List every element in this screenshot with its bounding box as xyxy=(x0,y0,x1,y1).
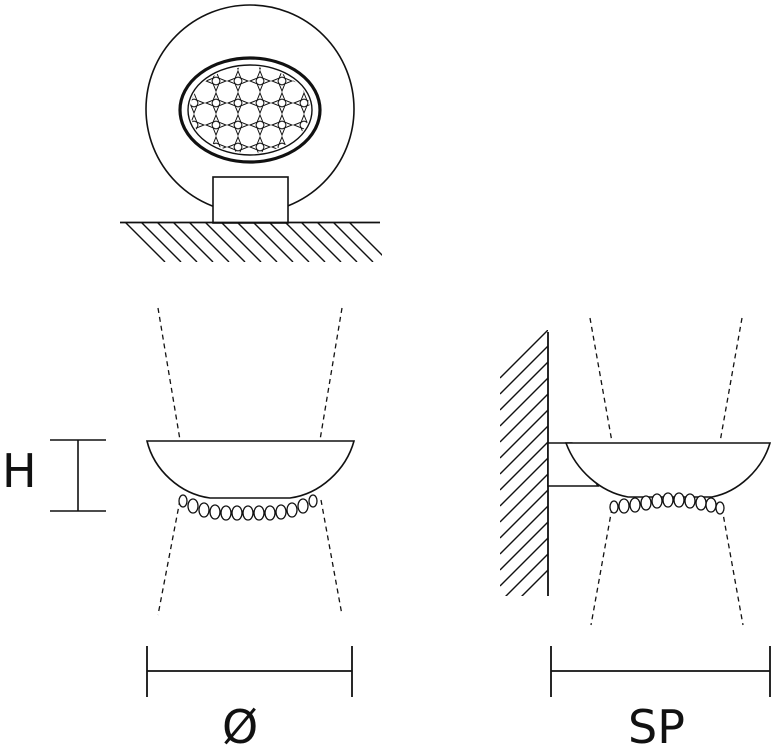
height-dimension xyxy=(50,439,106,512)
diameter-label: Ø xyxy=(222,700,259,754)
inner-frame-inner xyxy=(187,64,313,156)
wall-bracket xyxy=(547,442,600,487)
crystal-string-right xyxy=(609,492,725,515)
light-beam-lines xyxy=(157,307,343,616)
inner-frame-outer xyxy=(178,56,322,164)
surface-hatching xyxy=(124,222,382,262)
front-view xyxy=(120,4,382,262)
diameter-dimension xyxy=(146,646,353,697)
side-view-right xyxy=(500,317,772,697)
crystal-pattern xyxy=(190,67,310,153)
side-view-left xyxy=(50,307,356,697)
light-beam-lines-right xyxy=(589,317,744,626)
projection-label: SP xyxy=(628,700,685,754)
projection-dimension xyxy=(550,646,771,697)
height-label: H xyxy=(2,444,37,498)
crystal-string xyxy=(178,494,318,521)
bowl-shape xyxy=(145,440,356,499)
wall-hatching xyxy=(500,330,548,596)
bowl-shape-right xyxy=(564,442,772,498)
mounting-bracket xyxy=(212,176,289,224)
